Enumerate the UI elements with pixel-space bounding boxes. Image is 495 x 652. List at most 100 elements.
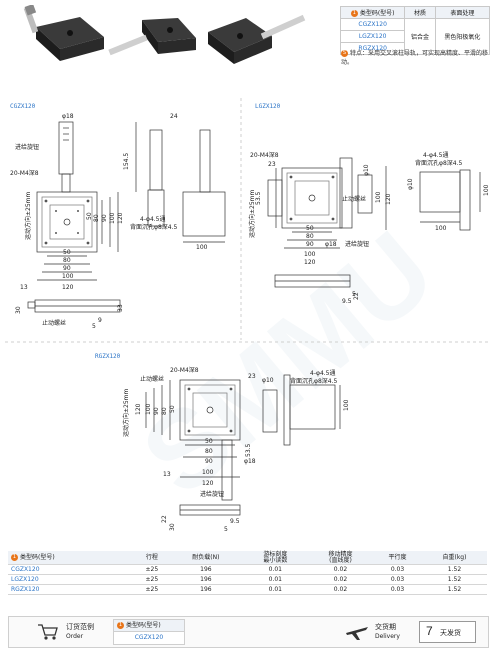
table-cell: 0.01 (242, 564, 308, 575)
table-cell: 0.03 (373, 574, 422, 585)
dim-label: φ10 (407, 178, 414, 190)
table-cell: 196 (169, 564, 243, 575)
drawing-lgzx: 23 φ10 120 100 53.5 50 80 90 100 120 φ18… (248, 157, 490, 305)
col-header: 移动精度 (直线度) (307, 551, 374, 565)
dim-label: 13 (163, 471, 171, 478)
shopping-cart-icon (38, 624, 58, 640)
col-header: 自重(kg) (421, 551, 487, 565)
dim-label: 50 (86, 212, 93, 220)
dim-label: 9.5 (230, 518, 240, 525)
drawing-cgzx: φ18 24 154.5 120 100 90 80 50 50 80 90 1… (15, 113, 226, 330)
dim-label: 100 (62, 273, 74, 280)
lgzx-thread-label: 20-M4深8 (250, 152, 279, 159)
table-cell: LGZX120 (8, 574, 135, 585)
dim-label: 9 (98, 317, 102, 324)
table-cell: 1.52 (421, 564, 487, 575)
cgzx-holes-label: 4-φ4.5通 (140, 216, 166, 223)
dim-label: 80 (306, 233, 314, 240)
spec-model: RGZX120 (339, 42, 406, 55)
dim-label: 100 (483, 184, 490, 196)
table-row: RGZX120 ±25 196 0.01 0.02 0.03 1.52 (8, 584, 487, 595)
table-cell: 196 (169, 584, 243, 595)
badge-1-icon: 1 (350, 10, 358, 17)
section-label-rgzx: RGZX120 (95, 353, 121, 360)
dim-label: 100 (343, 399, 350, 411)
table-cell: 0.02 (307, 584, 374, 595)
table-cell: ±25 (134, 584, 170, 595)
dim-label: 120 (135, 403, 142, 415)
dim-label: 13 (20, 284, 28, 291)
product-photo-rgzx (208, 14, 306, 64)
spec-header-treatment: 表面处理 (434, 6, 491, 19)
dim-label: 24 (170, 113, 178, 120)
rgzx-holes-label: 4-φ4.5通 (310, 370, 336, 377)
order-code-value: CGZX120 (134, 634, 164, 641)
dim-label: 53.5 (255, 191, 262, 205)
lgzx-counterbore-label: 背面沉孔φ8深4.5 (415, 160, 463, 167)
rgzx-knob-label: 进给旋钮 (200, 491, 225, 498)
delivery-sub: Delivery (375, 633, 400, 640)
dim-label: 100 (145, 403, 152, 415)
dim-label: 33 (117, 304, 124, 312)
dim-label: 90 (205, 458, 213, 465)
dim-label: 120 (385, 193, 392, 205)
dim-label: 100 (196, 244, 208, 251)
cgzx-knob-label: 进给旋钮 (15, 144, 40, 151)
rgzx-lock-label: 止动螺丝 (140, 376, 165, 383)
table-cell: ±25 (134, 574, 170, 585)
cgzx-lock-label: 止动螺丝 (42, 320, 67, 327)
dim-label: 120 (304, 259, 316, 266)
dim-label: 50 (306, 225, 314, 232)
table-cell: 1.52 (421, 574, 487, 585)
table-cell: 0.02 (307, 564, 374, 575)
dim-label: 5 (224, 526, 228, 533)
table-cell: 0.01 (242, 574, 308, 585)
table-cell: RGZX120 (8, 584, 135, 595)
order-example-label: 订货范例 (66, 623, 94, 631)
table-cell: 0.03 (373, 584, 422, 595)
dim-label: 30 (169, 523, 176, 531)
product-photo-cgzx (23, 5, 104, 61)
dim-label: φ10 (363, 164, 370, 176)
section-label-cgzx: CGZX120 (10, 103, 36, 110)
dim-label: 9.5 (342, 298, 352, 305)
order-example-sub: Order (66, 633, 84, 640)
col-header: 行程 (134, 551, 170, 565)
dim-label: φ18 (325, 241, 337, 248)
dim-label: 154.5 (123, 153, 130, 170)
table-cell: 0.02 (307, 574, 374, 585)
cgzx-thread-label: 20-M4深8 (10, 170, 39, 177)
dim-label: 30 (15, 306, 22, 314)
badge-s-icon: S (341, 50, 348, 57)
dim-label: 80 (93, 214, 100, 222)
dim-label: 120 (62, 284, 74, 291)
table-row: CGZX120 ±25 196 0.01 0.02 0.03 1.52 (8, 564, 487, 575)
table-cell: 1.52 (421, 584, 487, 595)
dim-label: 80 (205, 448, 213, 455)
dim-label: 100 (202, 469, 214, 476)
spec-material: 铝合金 (404, 18, 436, 55)
travel-label: 运动方向±25mm (248, 189, 256, 238)
travel-label: 运动方向±25mm (122, 388, 130, 437)
cgzx-counterbore-label: 背面沉孔φ8深4.5 (130, 224, 178, 231)
table-cell: 0.03 (373, 564, 422, 575)
dim-label: 50 (205, 438, 213, 445)
dim-label: 80 (63, 257, 71, 264)
drawing-rgzx: 23 120 100 90 80 50 50 80 90 100 120 13 … (122, 373, 350, 533)
dim-label: 80 (161, 407, 168, 415)
dim-label: 50 (63, 249, 71, 256)
col-header: 耐负载(N) (169, 551, 243, 565)
rgzx-counterbore-label: 背面沉孔φ8深4.5 (290, 378, 338, 385)
spec-header-material: 材质 (404, 6, 436, 19)
feature-label: 特点 (350, 50, 363, 57)
feature-text: ：采用交叉滚柱导轨，可实现高精度、平滑的移动。 (341, 50, 489, 66)
section-dividers (5, 98, 490, 343)
dim-label: φ10 (262, 377, 274, 384)
